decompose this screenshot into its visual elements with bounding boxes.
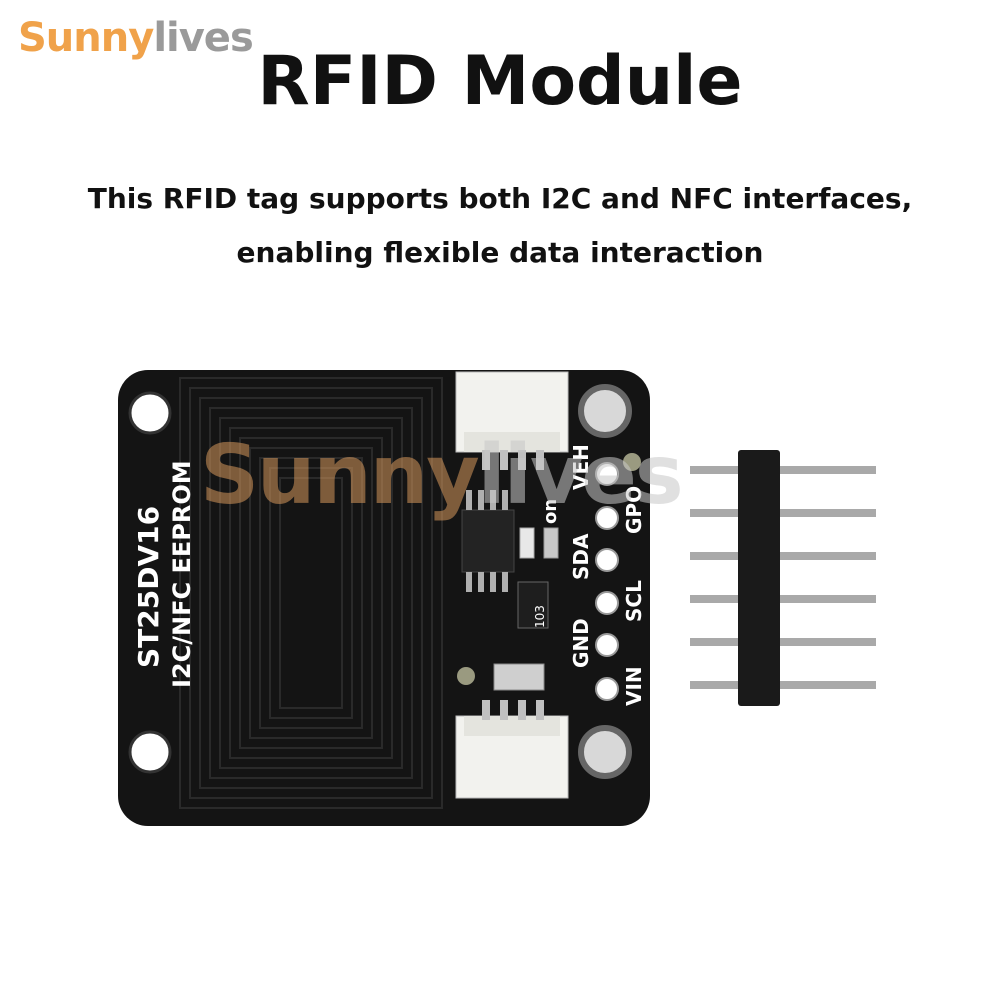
eeprom-chip [461,490,515,592]
pin-label-gnd: GND [569,618,593,668]
led [519,527,535,559]
chip-name-label: ST25DV16 [132,506,165,668]
rfid-module-photo: ST25DV16 I2C/NFC EEPROM on 103 VEH GPO S… [118,370,876,826]
chip-desc-label: I2C/NFC EEPROM [168,460,196,688]
antenna-coil [179,377,443,809]
resistor-array [517,581,549,629]
pin-label-scl: SCL [622,580,646,622]
page-title: RFID Module [257,42,743,121]
subtitle-line-2: enabling flexible data interaction [236,236,764,269]
page-subtitle: This RFID tag supports both I2C and NFC … [40,172,960,280]
pin-label-gpo: GPO [622,486,646,534]
pin-header [690,450,876,706]
via [457,667,475,685]
resistor-code-label: 103 [533,605,547,628]
mounting-holes [128,384,632,779]
pin-label-vin: VIN [622,666,646,706]
brand-logo-part1: Sunny [18,15,154,61]
pin-label-sda: SDA [569,533,593,580]
pin-label-veh: VEH [569,444,593,490]
regulator [493,663,545,691]
brand-logo: Sunnylives [18,15,254,61]
qwiic-connector-top [455,371,569,470]
on-label: on [540,499,561,524]
capacitor [543,527,559,559]
subtitle-line-1: This RFID tag supports both I2C and NFC … [87,182,913,215]
qwiic-connector-bottom [455,700,569,799]
pin-holes [595,462,619,701]
brand-logo-part2: lives [153,15,253,61]
pin-labels: VEH GPO SDA SCL GND VIN [569,444,646,706]
via [623,453,641,471]
